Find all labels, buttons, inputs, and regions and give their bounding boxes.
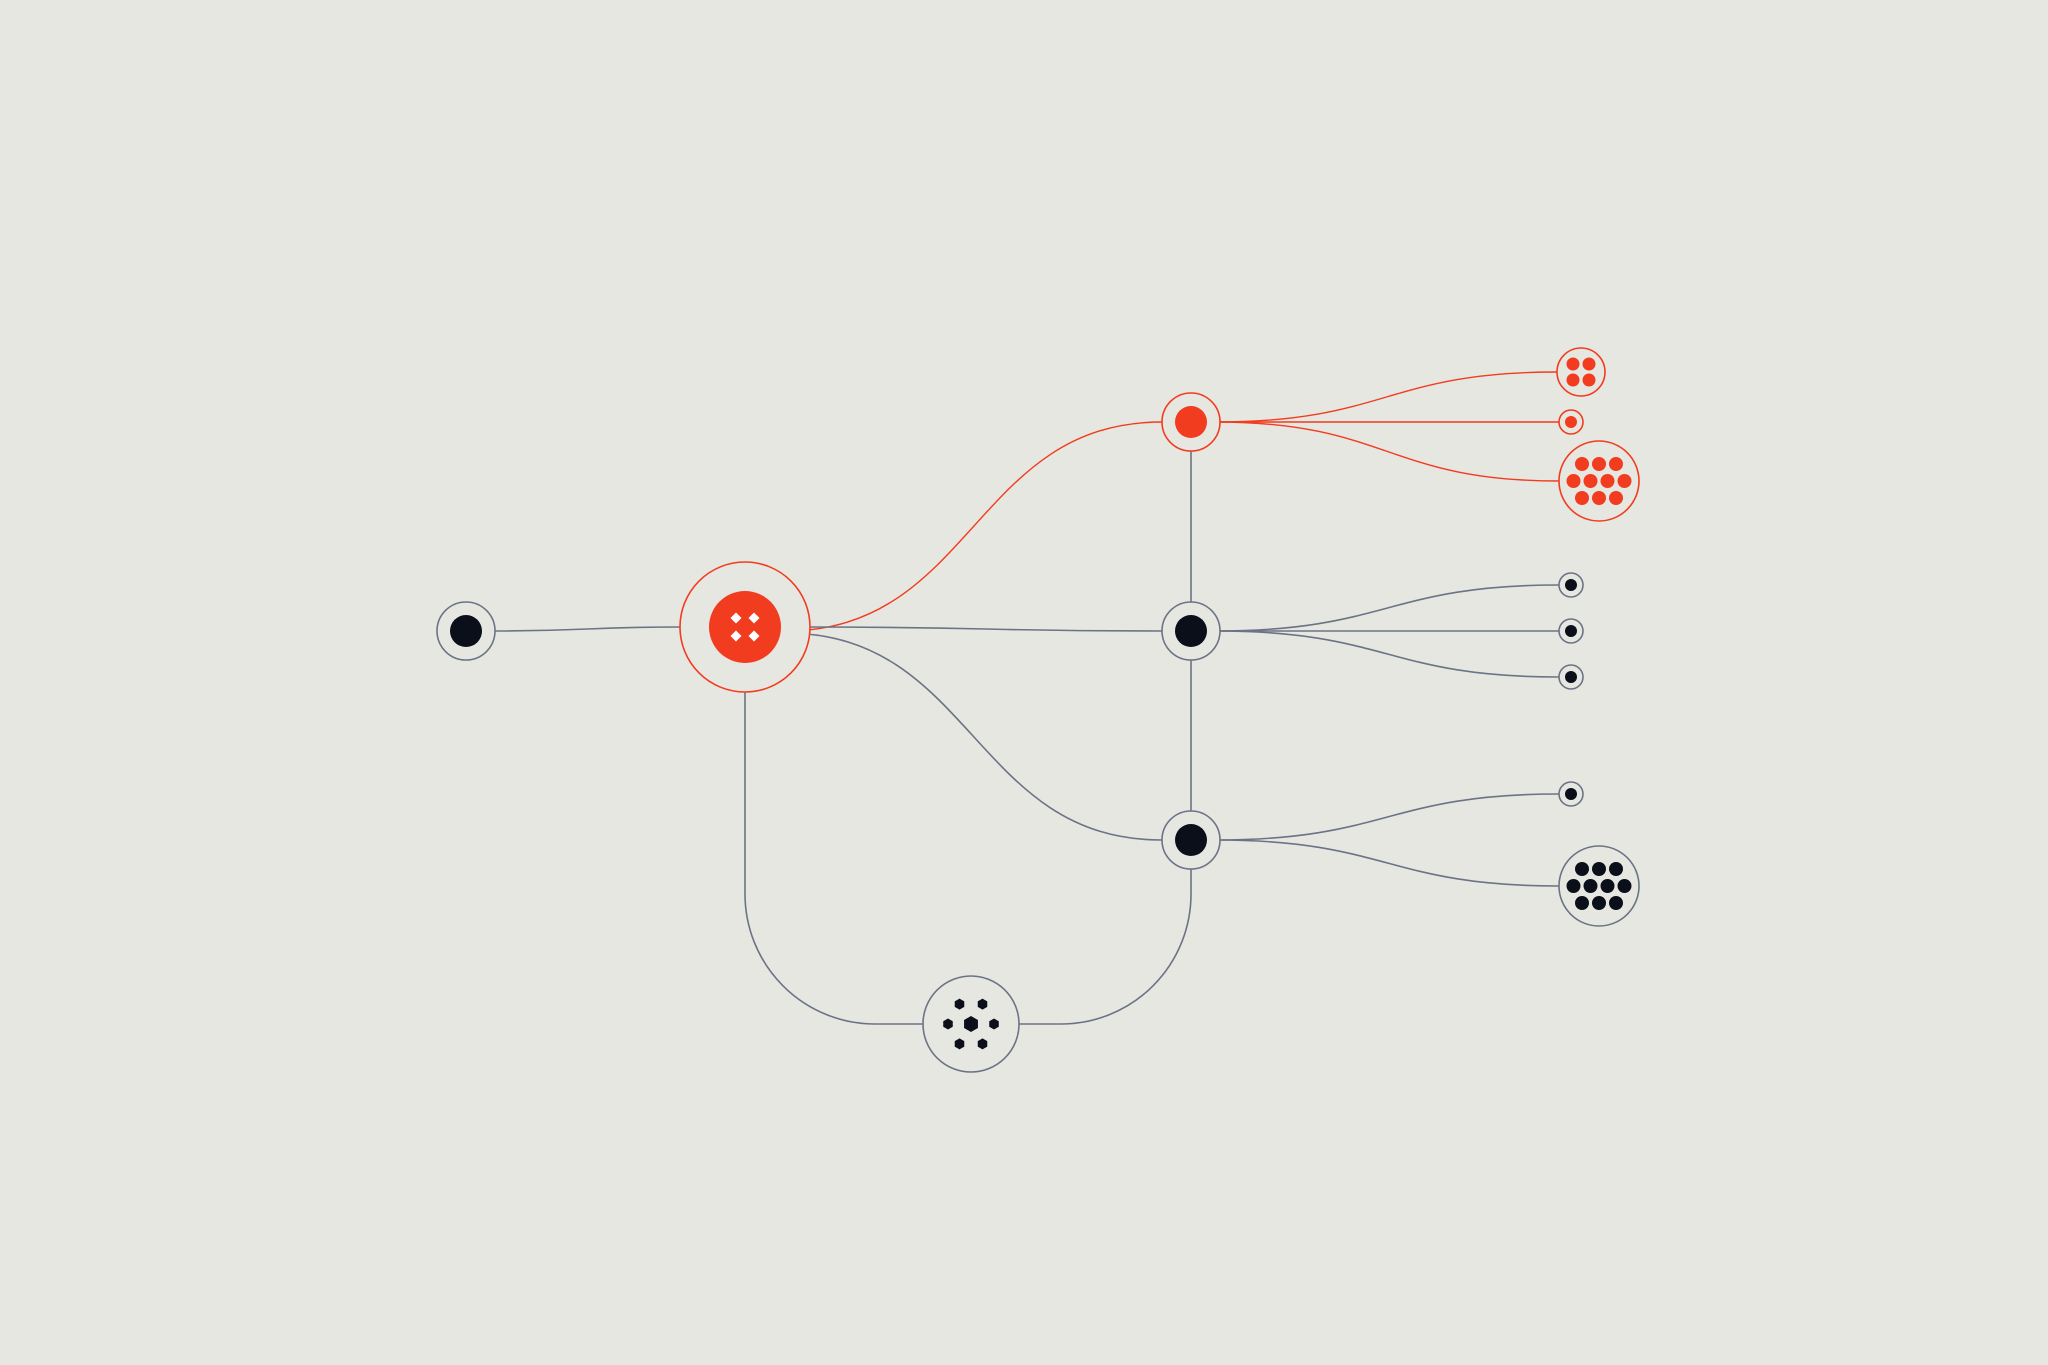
node-layer xyxy=(436,347,1640,1073)
node-leaf-red-12[interactable] xyxy=(1558,440,1640,522)
twelve-dot-cluster-icon xyxy=(1566,457,1632,505)
node-leaf-black-12[interactable] xyxy=(1558,845,1640,927)
edge-branch-top-to-leaf-red-12 xyxy=(1215,421,1560,482)
four-diamond-icon xyxy=(709,591,781,663)
hexagon-cluster-icon xyxy=(943,998,999,1050)
edge-cluster-hexagon-to-branch-bottom xyxy=(1019,869,1192,1025)
node-cluster-hexagon[interactable] xyxy=(922,975,1020,1073)
node-leaf-black-c[interactable] xyxy=(1558,664,1584,690)
node-branch-middle[interactable] xyxy=(1161,601,1221,661)
twelve-dot-cluster-icon xyxy=(1566,862,1632,910)
node-branch-bottom[interactable] xyxy=(1161,810,1221,870)
node-branch-top[interactable] xyxy=(1161,392,1221,452)
single-dot-icon xyxy=(1565,416,1577,428)
single-dot-icon xyxy=(1565,579,1577,591)
node-leaf-red-1[interactable] xyxy=(1558,409,1584,435)
single-dot-icon xyxy=(1175,615,1207,647)
single-dot-icon xyxy=(1565,671,1577,683)
edge-hub-to-branch-middle xyxy=(809,626,1163,632)
single-dot-icon xyxy=(1565,788,1577,800)
node-leaf-black-d[interactable] xyxy=(1558,781,1584,807)
node-leaf-black-a[interactable] xyxy=(1558,572,1584,598)
edge-hub-to-branch-top xyxy=(784,421,1163,632)
node-hub[interactable] xyxy=(679,561,811,693)
single-dot-icon xyxy=(1175,824,1207,856)
edge-branch-bottom-to-leaf-black-12 xyxy=(1215,839,1560,887)
edge-source-to-hub xyxy=(494,626,681,632)
node-source[interactable] xyxy=(436,601,496,661)
edge-branch-middle-to-leaf-black-a xyxy=(1215,584,1560,632)
node-leaf-red-4[interactable] xyxy=(1556,347,1606,397)
edge-hub-to-branch-bottom xyxy=(784,632,1163,841)
edge-branch-bottom-to-leaf-black-d xyxy=(1215,793,1560,841)
edge-branch-top-to-leaf-red-4 xyxy=(1215,371,1558,423)
edge-layer xyxy=(494,371,1560,1025)
edge-branch-middle-to-leaf-black-c xyxy=(1215,630,1560,678)
single-dot-icon xyxy=(1565,625,1577,637)
single-dot-icon xyxy=(1175,406,1207,438)
single-dot-icon xyxy=(450,615,482,647)
four-dot-cluster-icon xyxy=(1566,357,1596,387)
node-ring xyxy=(1556,347,1606,397)
node-leaf-black-b[interactable] xyxy=(1558,618,1584,644)
edge-hub-to-cluster-hexagon xyxy=(744,692,923,1025)
